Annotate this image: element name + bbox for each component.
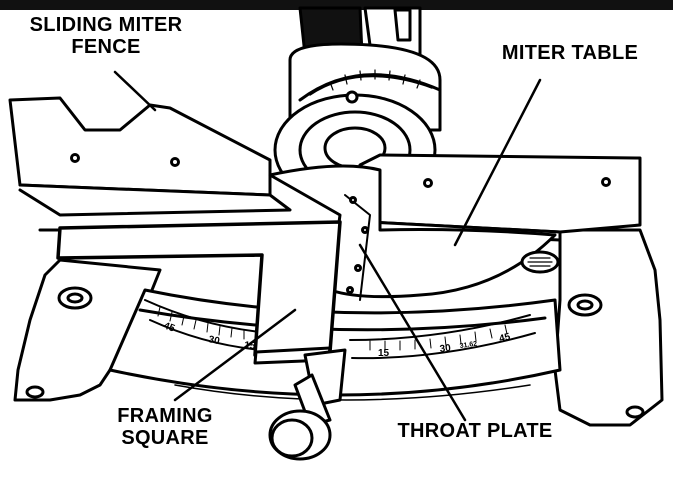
base-left bbox=[13, 228, 162, 402]
throat-plate-area bbox=[268, 164, 557, 301]
label-throat-plate: THROAT PLATE bbox=[380, 420, 570, 442]
label-miter-table: MITER TABLE bbox=[475, 42, 665, 64]
leader-fence bbox=[113, 70, 157, 112]
miter-scale-numbers: 45 30 15 15 30 31.62 45 bbox=[162, 320, 512, 359]
leader-framing-square bbox=[173, 308, 297, 402]
bevel-scale bbox=[298, 69, 442, 102]
scale-left-45: 45 bbox=[162, 320, 177, 334]
scale-right-30: 30 bbox=[439, 343, 452, 355]
scale-right-small: 31.62 bbox=[459, 341, 477, 350]
label-framing-square-line2: SQUARE bbox=[121, 427, 209, 449]
top-bar bbox=[0, 0, 673, 10]
sliding-fence bbox=[8, 96, 292, 217]
label-sliding-miter-fence-line1: SLIDING MITER bbox=[29, 14, 183, 36]
scale-right-15: 15 bbox=[378, 348, 390, 359]
leader-throat-plate bbox=[358, 243, 467, 422]
framing-square bbox=[56, 220, 342, 365]
scale-left-15: 15 bbox=[244, 340, 256, 352]
table-knob bbox=[520, 250, 560, 274]
leader-miter-table bbox=[453, 78, 542, 247]
label-framing-square: FRAMING SQUARE bbox=[100, 405, 230, 449]
leader-lines bbox=[113, 70, 542, 422]
label-sliding-miter-fence-line2: FENCE bbox=[71, 36, 141, 58]
miter-scale bbox=[144, 299, 536, 360]
base-right bbox=[553, 228, 664, 427]
label-framing-square-line1: FRAMING bbox=[117, 405, 213, 427]
scale-right-45: 45 bbox=[498, 331, 512, 344]
label-sliding-miter-fence: SLIDING MITER FENCE bbox=[6, 14, 206, 58]
miter-table-block bbox=[358, 153, 642, 242]
saw-handle bbox=[268, 348, 347, 461]
label-throat-plate-text: THROAT PLATE bbox=[397, 420, 553, 442]
label-miter-table-text: MITER TABLE bbox=[501, 42, 639, 64]
scale-left-30: 30 bbox=[207, 334, 221, 347]
